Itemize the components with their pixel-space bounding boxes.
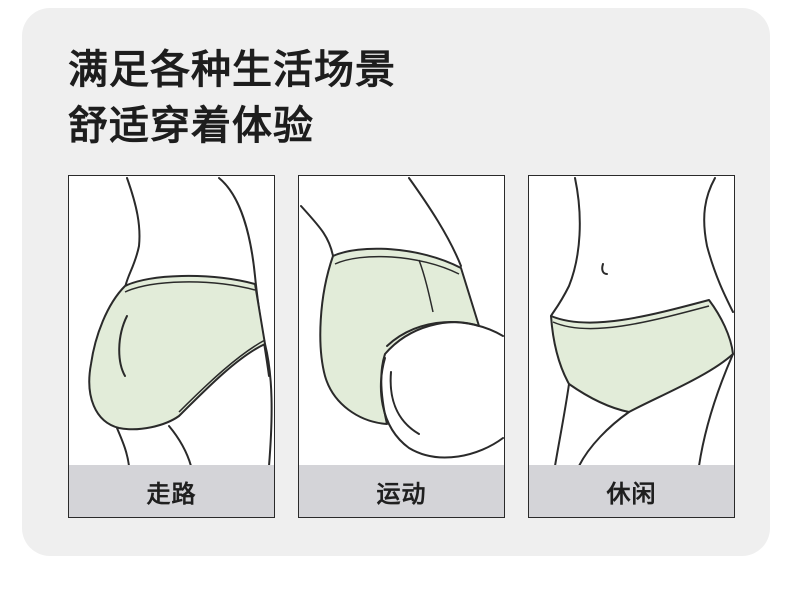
scene-card-walking: 走路 <box>68 175 275 518</box>
walking-illustration <box>88 177 273 466</box>
scene-card-exercise: 运动 <box>298 175 505 518</box>
leisure-illustration <box>550 177 734 466</box>
exercise-illustration <box>300 177 504 459</box>
scene-label-walking: 走路 <box>69 465 274 517</box>
headline-line-2: 舒适穿着体验 <box>68 103 314 149</box>
scene-card-leisure: 休闲 <box>528 175 735 518</box>
scene-label-leisure: 休闲 <box>529 465 734 517</box>
headline-line-1: 满足各种生活场景 <box>68 47 396 93</box>
scene-label-exercise: 运动 <box>299 465 504 517</box>
